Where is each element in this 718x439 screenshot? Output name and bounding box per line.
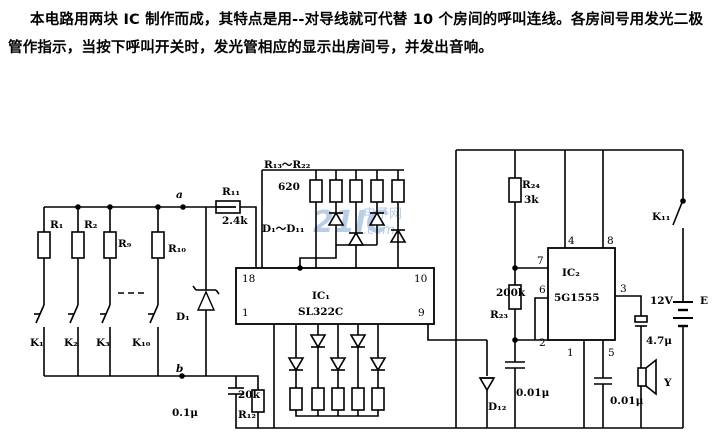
- resistor-bank-r13-r22: [261, 169, 407, 271]
- svg-text:R₁: R₁: [50, 219, 63, 231]
- svg-text:IC₂: IC₂: [562, 267, 580, 279]
- svg-text:SL322C: SL322C: [298, 306, 343, 318]
- svg-text:a: a: [176, 189, 183, 201]
- svg-text:D₁₂: D₁₂: [488, 401, 507, 413]
- svg-text:200k: 200k: [496, 287, 526, 299]
- ic1-chip: [235, 267, 435, 325]
- svg-text:4: 4: [568, 235, 575, 247]
- svg-text:3k: 3k: [524, 194, 539, 206]
- svg-text:R₂: R₂: [84, 219, 98, 231]
- svg-text:0.1μ: 0.1μ: [172, 407, 198, 419]
- svg-text:R₁₃～R₂₂: R₁₃～R₂₂: [264, 159, 311, 171]
- svg-text:D₁～D₁₁: D₁～D₁₁: [262, 223, 305, 235]
- svg-text:R₂₃: R₂₃: [490, 309, 508, 321]
- svg-text:9: 9: [418, 307, 425, 319]
- svg-text:6: 6: [539, 284, 546, 296]
- svg-text:4.7μ: 4.7μ: [646, 335, 672, 347]
- svg-text:10: 10: [414, 273, 427, 285]
- branch-2: [68, 204, 85, 376]
- svg-text:20k: 20k: [238, 389, 261, 401]
- svg-text:K₂: K₂: [64, 337, 78, 349]
- svg-text:b: b: [176, 363, 183, 375]
- svg-text:5: 5: [608, 347, 615, 359]
- svg-text:.com: .com: [363, 223, 395, 238]
- svg-text:0.01μ: 0.01μ: [516, 387, 550, 399]
- ic2-timer-section: [455, 149, 683, 429]
- watermark-logo: 21IC 电子网 .com: [313, 205, 402, 240]
- svg-text:21IC: 21IC: [313, 205, 388, 240]
- power-supply: [672, 150, 693, 428]
- svg-text:0.01μ: 0.01μ: [610, 395, 644, 407]
- svg-text:R₂₄: R₂₄: [522, 179, 540, 191]
- r11-zener: [192, 200, 257, 376]
- circuit-labels: R₁ R₂ R₉ R₁₀ K₁ K₂ K₃ K₁₀ a b R₁₁ 2.4k R…: [30, 159, 708, 421]
- svg-text:1: 1: [242, 307, 249, 319]
- svg-text:K₁₀: K₁₀: [132, 337, 151, 349]
- svg-text:E: E: [700, 295, 708, 307]
- svg-text:K₁₁: K₁₁: [652, 211, 670, 223]
- branch-10: [148, 204, 165, 376]
- svg-text:Y: Y: [663, 377, 672, 389]
- svg-text:电子网: 电子网: [363, 207, 402, 222]
- svg-text:18: 18: [242, 273, 255, 285]
- svg-text:7: 7: [537, 255, 544, 267]
- svg-text:R₉: R₉: [118, 238, 132, 250]
- r12-c1: [228, 375, 274, 429]
- branch-9: [100, 204, 117, 376]
- svg-text:R₁₀: R₁₀: [168, 243, 186, 255]
- branch-1: [34, 207, 51, 376]
- description-text: 本电路用两块 IC 制作而成，其特点是用--对导线就可代替 10 个房间的呼叫连…: [8, 12, 704, 56]
- svg-text:3: 3: [620, 283, 627, 295]
- svg-text:R₁₁: R₁₁: [222, 186, 240, 198]
- svg-text:5G1555: 5G1555: [554, 292, 600, 304]
- caller-ladder: [34, 204, 250, 379]
- svg-text:K₃: K₃: [96, 337, 110, 349]
- svg-text:K₁: K₁: [30, 337, 44, 349]
- svg-text:2: 2: [539, 337, 546, 349]
- svg-text:12V: 12V: [650, 295, 674, 307]
- svg-text:1: 1: [567, 347, 574, 359]
- svg-text:2.4k: 2.4k: [222, 215, 248, 227]
- led-bank-bottom: [273, 324, 456, 429]
- svg-text:620: 620: [278, 181, 300, 193]
- svg-text:IC₁: IC₁: [312, 290, 330, 302]
- svg-text:D₁: D₁: [176, 311, 190, 323]
- svg-text:8: 8: [607, 235, 614, 247]
- svg-text:R₁₂: R₁₂: [238, 409, 256, 421]
